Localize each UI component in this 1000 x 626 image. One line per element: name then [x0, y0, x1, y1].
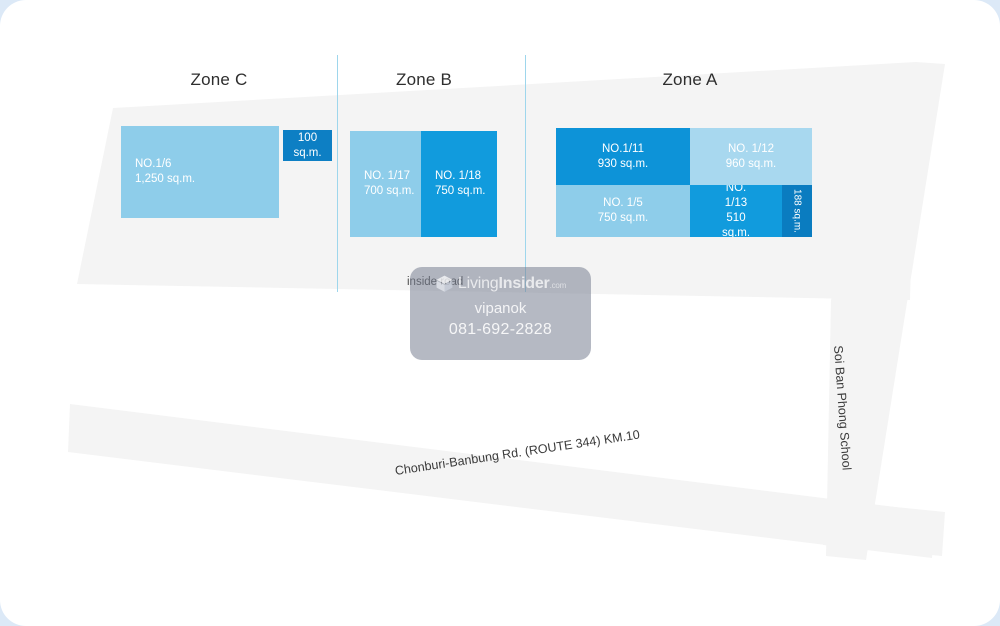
zone-divider-b-a: [525, 55, 526, 292]
watermark-username: vipanok: [474, 300, 527, 317]
watermark-brand-tld: .com: [549, 280, 567, 290]
watermark-logo-row: LivingInsider.com: [410, 267, 591, 293]
plot-no-1-5-label: NO. 1/5 750 sq.m.: [597, 197, 649, 224]
watermark-overlay: LivingInsider.com vipanok 081-692-2828: [410, 267, 591, 360]
road-junction: [823, 500, 945, 556]
plot-no-1-12[interactable]: NO. 1/12 960 sq.m.: [690, 128, 812, 185]
plot-no-1-18-label: NO. 1/18 750 sq.m.: [435, 170, 486, 197]
cube-icon: [436, 275, 453, 292]
watermark-brand-insider: Insider: [498, 274, 550, 292]
plot-no-1-6[interactable]: NO.1/6 1,250 sq.m.: [121, 126, 279, 218]
watermark-brand-living: Living: [457, 274, 499, 292]
plot-no-1-11-label: NO.1/11 930 sq.m.: [597, 142, 649, 170]
plot-188-sqm[interactable]: 188 sq.m.: [782, 185, 812, 237]
zone-label-b: Zone B: [395, 70, 453, 89]
plot-no-1-13[interactable]: NO. 1/13 510 sq.m.: [690, 185, 782, 237]
plot-no-1-5[interactable]: NO. 1/5 750 sq.m.: [556, 185, 690, 237]
zone-label-c: Zone C: [190, 70, 248, 89]
plot-no-1-12-label: NO. 1/12 960 sq.m.: [725, 142, 777, 170]
side-road-band: [826, 62, 945, 560]
plot-no-1-13-label: NO. 1/13 510 sq.m.: [721, 185, 751, 237]
plot-no-1-17-label: NO. 1/17 700 sq.m.: [364, 170, 415, 197]
plot-no-1-17[interactable]: NO. 1/17 700 sq.m.: [350, 131, 421, 237]
watermark-brand: LivingInsider.com: [458, 275, 566, 293]
plot-188-sqm-label: 188 sq.m.: [791, 189, 803, 233]
watermark-phone: 081-692-2828: [448, 321, 553, 338]
plot-no-1-11[interactable]: NO.1/11 930 sq.m.: [556, 128, 690, 185]
plot-100-sqm-label: 100 sq.m.: [293, 131, 322, 159]
plot-100-sqm[interactable]: 100 sq.m.: [283, 130, 332, 161]
zone-label-a: Zone A: [662, 70, 718, 89]
plot-no-1-18[interactable]: NO. 1/18 750 sq.m.: [421, 131, 497, 237]
zone-divider-c-b: [337, 55, 338, 292]
plot-no-1-6-label: NO.1/6 1,250 sq.m.: [135, 158, 196, 185]
main-road-band: [68, 404, 935, 558]
